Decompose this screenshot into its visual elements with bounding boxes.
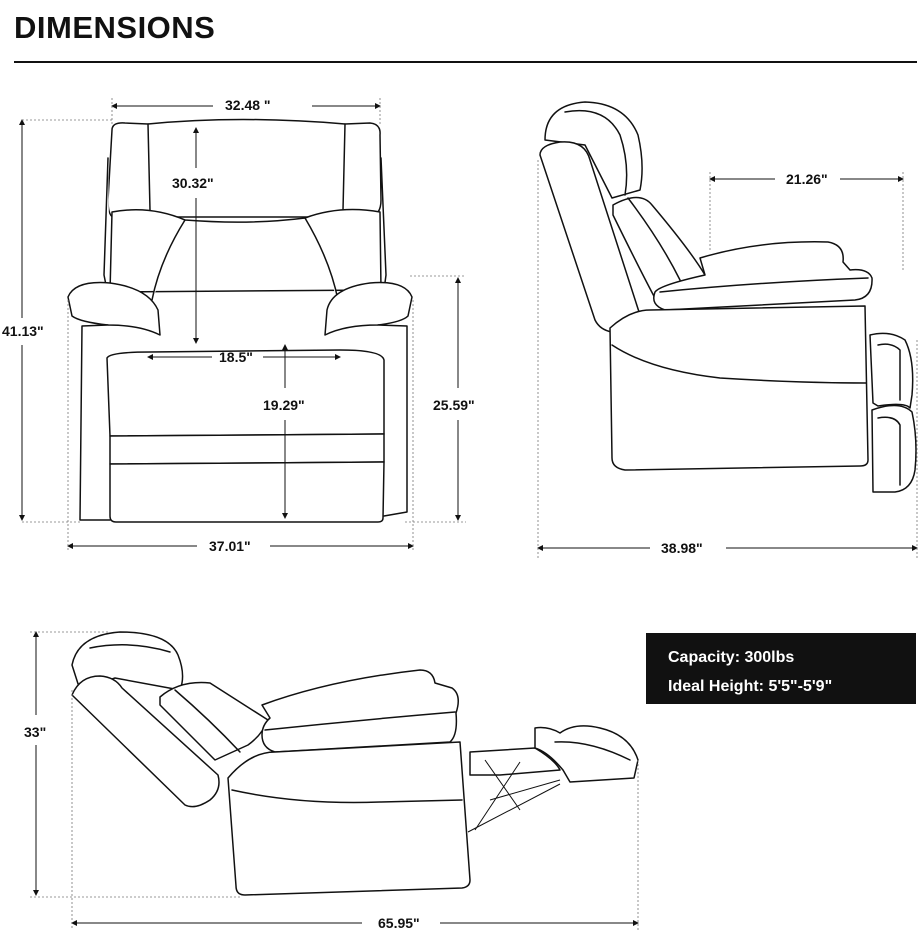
- reclined-view-recliner: [71, 631, 639, 896]
- dim-reclined-height: 33": [24, 724, 46, 740]
- dim-seat-depth: 21.26": [786, 171, 828, 187]
- side-view-dimensions: 21.26" 38.98": [537, 160, 918, 560]
- dim-reclined-length: 65.95": [378, 915, 420, 931]
- title-divider: [14, 61, 917, 63]
- dim-back-height: 30.32": [172, 175, 214, 191]
- front-view-recliner: [67, 118, 413, 523]
- page-title: DIMENSIONS: [14, 10, 216, 45]
- dim-total-height: 41.13": [2, 323, 44, 339]
- reclined-view-dimensions: 33" 65.95": [24, 631, 639, 931]
- dim-total-depth: 38.98": [661, 540, 703, 556]
- side-view-recliner: [539, 101, 917, 493]
- dim-total-width: 37.01": [209, 538, 251, 554]
- dim-arm-height: 25.59": [433, 397, 475, 413]
- dim-top-width: 32.48 ": [225, 97, 271, 113]
- dim-seat-width: 18.5": [219, 349, 253, 365]
- specs-box: Capacity: 300lbs Ideal Height: 5'5"-5'9": [646, 633, 916, 704]
- front-view-dimensions: 32.48 " 30.32" 18.5" 19.29" 41.13" 25.59…: [2, 97, 475, 554]
- dim-seat-front-depth: 19.29": [263, 397, 305, 413]
- capacity-spec: Capacity: 300lbs: [668, 649, 795, 666]
- ideal-height-spec: Ideal Height: 5'5"-5'9": [668, 678, 833, 695]
